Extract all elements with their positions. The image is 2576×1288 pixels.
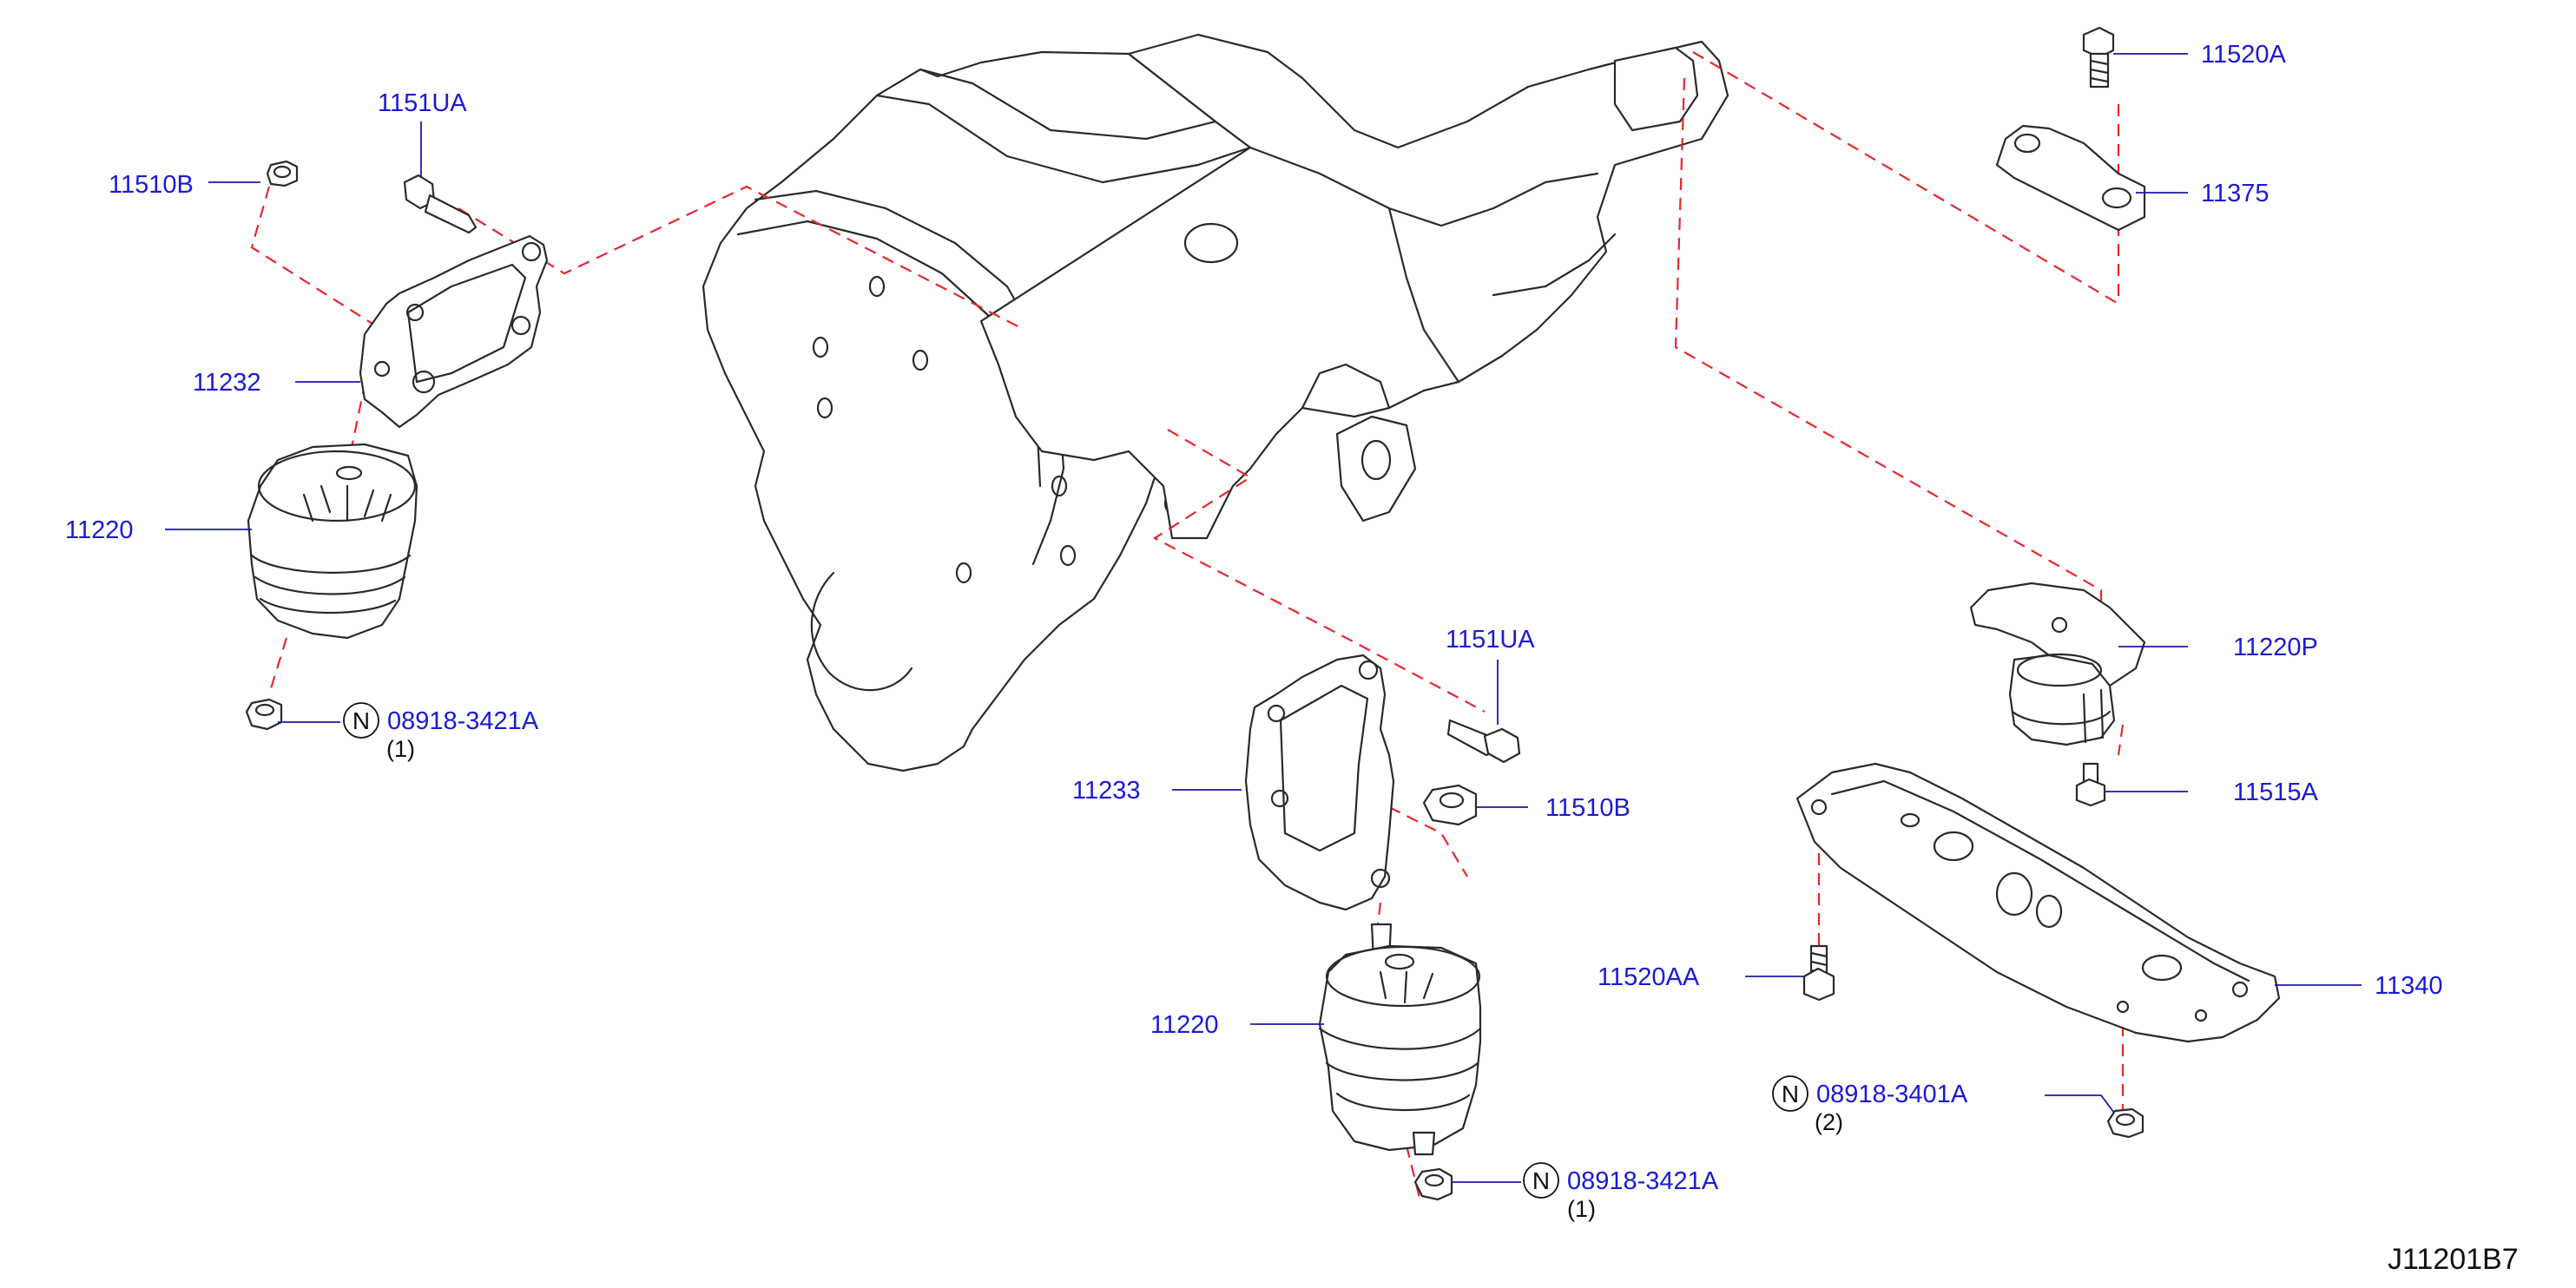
bolt-11520aa bbox=[1802, 944, 1835, 1002]
transmission-tail bbox=[1613, 46, 1699, 132]
engine-mount-11220-center bbox=[1318, 923, 1482, 1156]
quantity: (2) bbox=[1815, 1109, 1843, 1135]
bolt-11520a bbox=[2082, 26, 2115, 89]
engine-mount-11220p bbox=[1969, 582, 2146, 746]
callout-11510b-left[interactable]: 11510B bbox=[109, 171, 194, 199]
n-badge-letter: N bbox=[352, 707, 370, 734]
callout-11375[interactable]: 11375 bbox=[2201, 180, 2270, 207]
stay-11375 bbox=[1995, 124, 2146, 232]
n-badge bbox=[1772, 1075, 1808, 1112]
callout-11520a[interactable]: 11520A bbox=[2201, 41, 2286, 69]
nut-08918-3401a bbox=[2106, 1107, 2144, 1139]
quantity: (1) bbox=[1567, 1196, 1596, 1222]
nut-08918-3421a-left bbox=[245, 698, 283, 731]
nut-08918-3421a-center bbox=[1413, 1167, 1453, 1201]
callout-11220p[interactable]: 11220P bbox=[2233, 634, 2318, 661]
n-badge-letter: N bbox=[1782, 1081, 1799, 1107]
center-mount-group bbox=[1244, 654, 1521, 1201]
left-mount-group bbox=[245, 160, 549, 731]
callout-11520aa[interactable]: 11520AA bbox=[1598, 963, 1700, 991]
bolt-11515a bbox=[2075, 762, 2106, 807]
right-mount-group bbox=[1795, 26, 2281, 1139]
engine-transmission-assembly bbox=[702, 33, 1729, 772]
crossmember-11340 bbox=[1795, 762, 2281, 1043]
n-badge-letter: N bbox=[1532, 1167, 1550, 1194]
engine-mount-11220-left bbox=[247, 443, 418, 640]
callout-labels: 11510B 1151UA 11232 11220 N 08918-3421A … bbox=[65, 41, 2443, 1222]
quantity: (1) bbox=[386, 736, 415, 762]
callout-leaders bbox=[165, 53, 2362, 1183]
callout-11220-left[interactable]: 11220 bbox=[65, 516, 134, 544]
bracket-11232 bbox=[359, 234, 549, 429]
bracket-11233 bbox=[1244, 654, 1395, 911]
n-badge bbox=[1523, 1162, 1559, 1199]
nut-11510b-left bbox=[266, 160, 299, 187]
part-number: 08918-3421A bbox=[387, 707, 539, 735]
callout-1151ua-center[interactable]: 1151UA bbox=[1446, 626, 1535, 654]
bolt-1151ua-center bbox=[1446, 719, 1521, 764]
callout-1151ua-left[interactable]: 1151UA bbox=[378, 89, 467, 117]
nut-11510b-center bbox=[1422, 784, 1478, 826]
callout-11340[interactable]: 11340 bbox=[2375, 972, 2443, 1000]
callout-08918-3421a-center[interactable]: N 08918-3421A (1) bbox=[1523, 1162, 1719, 1222]
part-number: 08918-3421A bbox=[1567, 1167, 1719, 1195]
callout-11233[interactable]: 11233 bbox=[1072, 777, 1141, 805]
callout-11220-center[interactable]: 11220 bbox=[1150, 1011, 1219, 1039]
callout-11515a[interactable]: 11515A bbox=[2233, 779, 2318, 806]
n-badge bbox=[343, 702, 379, 739]
callout-11232[interactable]: 11232 bbox=[193, 369, 261, 397]
part-number: 08918-3401A bbox=[1816, 1081, 1968, 1108]
callout-11510b-center[interactable]: 11510B bbox=[1545, 794, 1631, 822]
diagram-reference-code: J11201B7 bbox=[2388, 1243, 2519, 1276]
callout-08918-3421a-left[interactable]: N 08918-3421A (1) bbox=[343, 702, 539, 762]
callout-08918-3401a[interactable]: N 08918-3401A (2) bbox=[1772, 1075, 1968, 1135]
bolt-1151ua-left bbox=[403, 174, 478, 234]
